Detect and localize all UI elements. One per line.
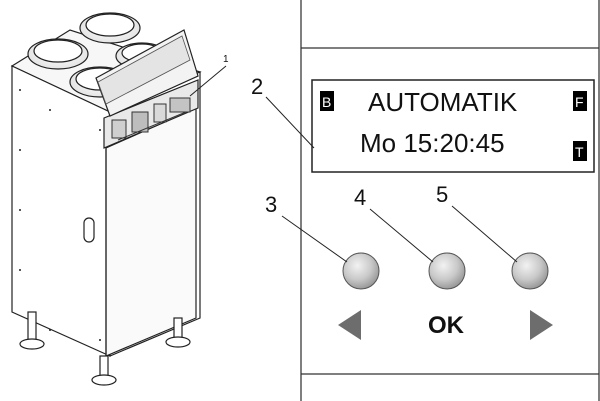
- leg-foot: [91, 374, 117, 386]
- control-compartment: [103, 79, 199, 149]
- callout-4-leader: [369, 208, 434, 263]
- indicator-b-label: B: [322, 94, 331, 110]
- left-button[interactable]: [342, 252, 380, 290]
- callout-3-leader: [281, 215, 348, 263]
- triangle-right-icon[interactable]: [530, 310, 553, 340]
- door-handle: [83, 217, 95, 243]
- triangle-left-icon[interactable]: [338, 310, 361, 340]
- ventilation-unit: [10, 12, 202, 386]
- leg-foot: [165, 336, 191, 348]
- callout-1: 1: [223, 54, 229, 65]
- callout-5: 5: [436, 182, 448, 207]
- lcd-display: B F T AUTOMATIK Mo 15:20:45: [311, 79, 595, 173]
- ok-button[interactable]: [428, 252, 466, 290]
- right-button[interactable]: [511, 252, 549, 290]
- display-time-text: Mo 15:20:45: [360, 128, 505, 158]
- indicator-t: [573, 141, 587, 161]
- leg: [27, 311, 37, 343]
- unit-side: [11, 65, 111, 357]
- indicator-f-label: F: [575, 94, 584, 110]
- duct-port: [85, 13, 135, 37]
- callout-2: 2: [251, 74, 263, 99]
- ok-label: OK: [428, 312, 465, 339]
- control-details: [111, 97, 191, 141]
- leg-foot: [19, 338, 45, 350]
- callout-5-leader: [451, 205, 518, 263]
- callout-1-leader: [189, 65, 227, 97]
- screw-dots: [19, 89, 101, 341]
- callout-4: 4: [354, 185, 366, 210]
- control-panel: [300, 0, 600, 401]
- indicator-b: [320, 91, 334, 111]
- duct-port: [33, 39, 83, 63]
- callout-3: 3: [265, 192, 277, 217]
- display-mode-text: AUTOMATIK: [368, 87, 518, 117]
- indicator-t-label: T: [575, 144, 584, 160]
- indicator-f: [573, 91, 587, 111]
- callout-2-leader: [265, 96, 315, 149]
- unit-legs: [19, 311, 191, 386]
